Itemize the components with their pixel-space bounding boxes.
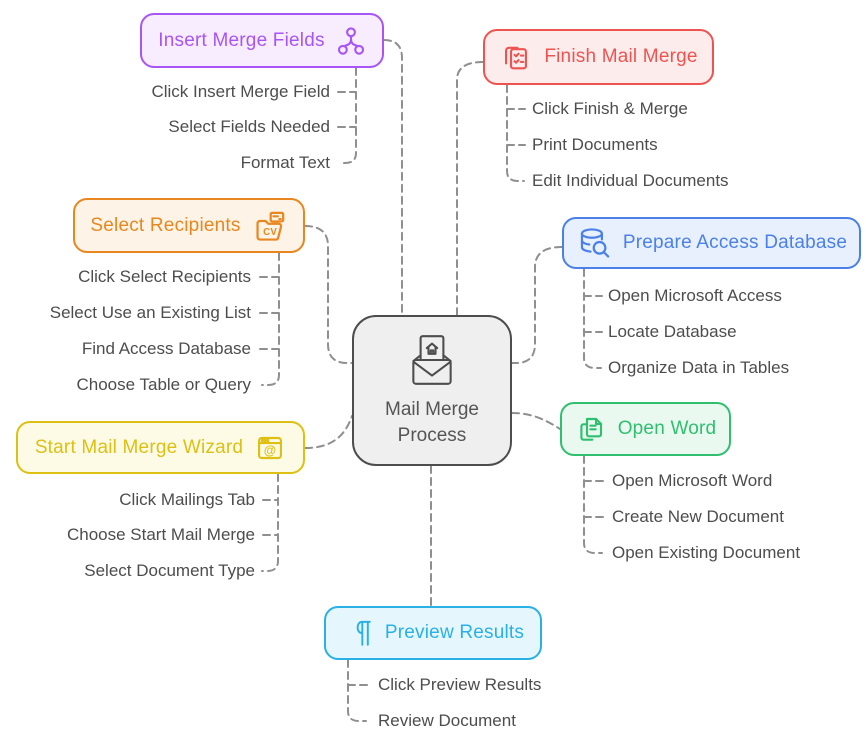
leaf-item: Click Insert Merge Field [151, 82, 330, 101]
leaf-item: Organize Data in Tables [608, 358, 790, 377]
leaf-item: Open Microsoft Word [612, 471, 773, 490]
branch-label: Open Word [617, 418, 717, 439]
connector-open-word-children [583, 455, 604, 554]
leaf-item: Format Text [240, 153, 330, 172]
documents-checklist-icon [499, 40, 533, 74]
connector-insert-merge-fields-children [337, 67, 357, 164]
branch-label: Start Mail Merge Wizard [34, 436, 244, 458]
leaf-item: Click Preview Results [378, 675, 542, 694]
connector-prepare-access-database-children [583, 268, 603, 369]
svg-text:CV: CV [263, 227, 277, 238]
branch-node-finish-mail-merge: Finish Mail Merge [483, 29, 714, 85]
connector-preview-results-children [347, 659, 371, 722]
branch-node-open-word: Open Word [560, 402, 731, 456]
leaf-item: Open Microsoft Access [608, 286, 782, 305]
leaf-item: Select Use an Existing List [49, 303, 251, 322]
folder-cv-icon: CV [252, 208, 288, 244]
leaf-item: Select Fields Needed [168, 117, 330, 136]
leaf-item: Create New Document [612, 507, 784, 526]
document-copy-icon [575, 413, 607, 445]
branch-label: Prepare Access Database [622, 232, 848, 253]
center-label: Mail Merge Process [385, 399, 479, 446]
window-at-icon: @ [254, 432, 286, 464]
leaf-item: Click Mailings Tab [119, 490, 255, 509]
connector-select-recipients-center [304, 225, 353, 364]
branch-node-select-recipients: Select Recipients CV [73, 198, 305, 253]
pilcrow-icon [342, 616, 374, 650]
connector-finish-mail-merge-center [456, 61, 484, 316]
leaf-item: Click Select Recipients [78, 267, 251, 286]
leaf-item: Find Access Database [81, 339, 251, 358]
leaf-item: Review Document [378, 711, 516, 730]
leaf-item: Select Document Type [84, 561, 255, 580]
leaf-item: Click Finish & Merge [532, 99, 688, 118]
center-node-mail-merge-process: Mail Merge Process [352, 315, 512, 466]
branch-label: Preview Results [384, 622, 525, 643]
leaf-item: Choose Table or Query [76, 375, 251, 394]
branch-label: Finish Mail Merge [544, 46, 698, 67]
branch-node-preview-results: Preview Results [324, 606, 542, 660]
leaf-item: Open Existing Document [612, 543, 801, 562]
branch-label: Insert Merge Fields [158, 29, 325, 51]
connector-select-recipients-children [259, 252, 280, 386]
branch-label: Select Recipients [90, 214, 241, 236]
leaf-item: Print Documents [532, 135, 658, 154]
connector-finish-mail-merge-children [506, 84, 526, 182]
leaf-item: Edit Individual Documents [532, 171, 729, 190]
database-search-icon [576, 225, 612, 261]
branch-node-start-mail-merge-wizard: Start Mail Merge Wizard @ [16, 421, 305, 474]
connector-start-mail-merge-wizard-center [304, 415, 353, 449]
leaf-item: Choose Start Mail Merge [66, 525, 255, 544]
connector-start-mail-merge-wizard-children [261, 473, 279, 572]
hierarchy-icon [336, 26, 366, 56]
branch-node-insert-merge-fields: Insert Merge Fields [140, 13, 384, 68]
connector-insert-merge-fields-center [383, 39, 403, 316]
svg-text:@: @ [264, 443, 277, 457]
connector-prepare-access-database-center [511, 246, 563, 364]
envelope-letter-home-icon [403, 333, 461, 387]
leaf-item: Locate Database [608, 322, 737, 341]
connector-open-word-center [511, 412, 561, 430]
branch-node-prepare-access-database: Prepare Access Database [562, 217, 861, 269]
